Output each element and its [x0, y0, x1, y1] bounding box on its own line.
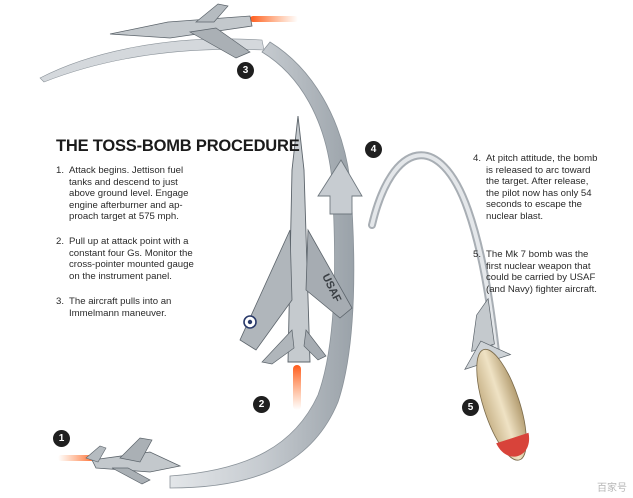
step-2-text: 2. Pull up at attack point with a consta…: [56, 236, 231, 282]
step-badge-4: 4: [365, 141, 382, 158]
diagram-title: THE TOSS-BOMB PROCEDURE: [56, 137, 300, 155]
step-1-text: 1. Attack begins. Jettison fuel tanks an…: [56, 165, 216, 223]
step-text-line: could be carried by USAF: [486, 272, 596, 284]
step-text-line: the pilot now has only 54: [486, 187, 592, 199]
step-text-line: At pitch attitude, the bomb: [486, 153, 598, 164]
step-text-line: above ground level. Engage: [69, 188, 189, 200]
step-text-line: Attack begins. Jettison fuel: [69, 165, 184, 176]
flight-path-ribbon: [169, 41, 355, 489]
step-text-line: constant four Gs. Monitor the: [69, 247, 193, 259]
step-text-line: tanks and descend to just: [69, 176, 178, 188]
aircraft-low-approach: [58, 437, 182, 485]
step-badge-2: 2: [253, 396, 270, 413]
step-text-line: nuclear blast.: [486, 210, 544, 222]
step-badge-3: 3: [237, 62, 254, 79]
step-text-line: seconds to escape the: [486, 199, 583, 211]
step-2-number: 2.: [56, 236, 65, 247]
step-text-line: on the instrument panel.: [69, 270, 172, 282]
step-5-number: 5.: [473, 249, 482, 260]
step-text-line: is released to arc toward: [486, 164, 591, 176]
step-3-text: 3. The aircraft pulls into an Immelmann …: [56, 296, 216, 319]
step-text-line: (and Navy) fighter aircraft.: [486, 283, 597, 295]
step-badge-5: 5: [462, 399, 479, 416]
step-text-line: engine afterburner and ap-: [69, 199, 183, 211]
watermark: 百家号: [597, 483, 627, 494]
step-text-line: first nuclear weapon that: [486, 260, 591, 272]
step-badge-1: 1: [53, 430, 70, 447]
mk7-bomb: [464, 297, 530, 461]
step-text-line: The Mk 7 bomb was the: [486, 249, 589, 260]
climb-arrow-head: [317, 159, 363, 215]
step-text-line: The aircraft pulls into an: [69, 296, 172, 307]
step-text-line: Pull up at attack point with a: [69, 236, 189, 247]
step-text-line: Immelmann maneuver.: [69, 307, 167, 319]
step-text-line: the target. After release,: [486, 176, 589, 188]
step-4-number: 4.: [473, 153, 482, 164]
step-text-line: cross-pointer mounted gauge: [69, 259, 194, 271]
step-1-number: 1.: [56, 165, 65, 176]
aircraft-pull-up: USAF: [239, 115, 353, 410]
aircraft-immelmann-top: [109, 3, 298, 59]
step-4-text: 4. At pitch attitude, the bomb is releas…: [473, 153, 623, 223]
step-text-line: proach target at 575 mph.: [69, 211, 179, 223]
step-3-number: 3.: [56, 296, 65, 307]
flight-path-top: [39, 38, 265, 83]
step-5-text: 5. The Mk 7 bomb was the first nuclear w…: [473, 249, 623, 295]
